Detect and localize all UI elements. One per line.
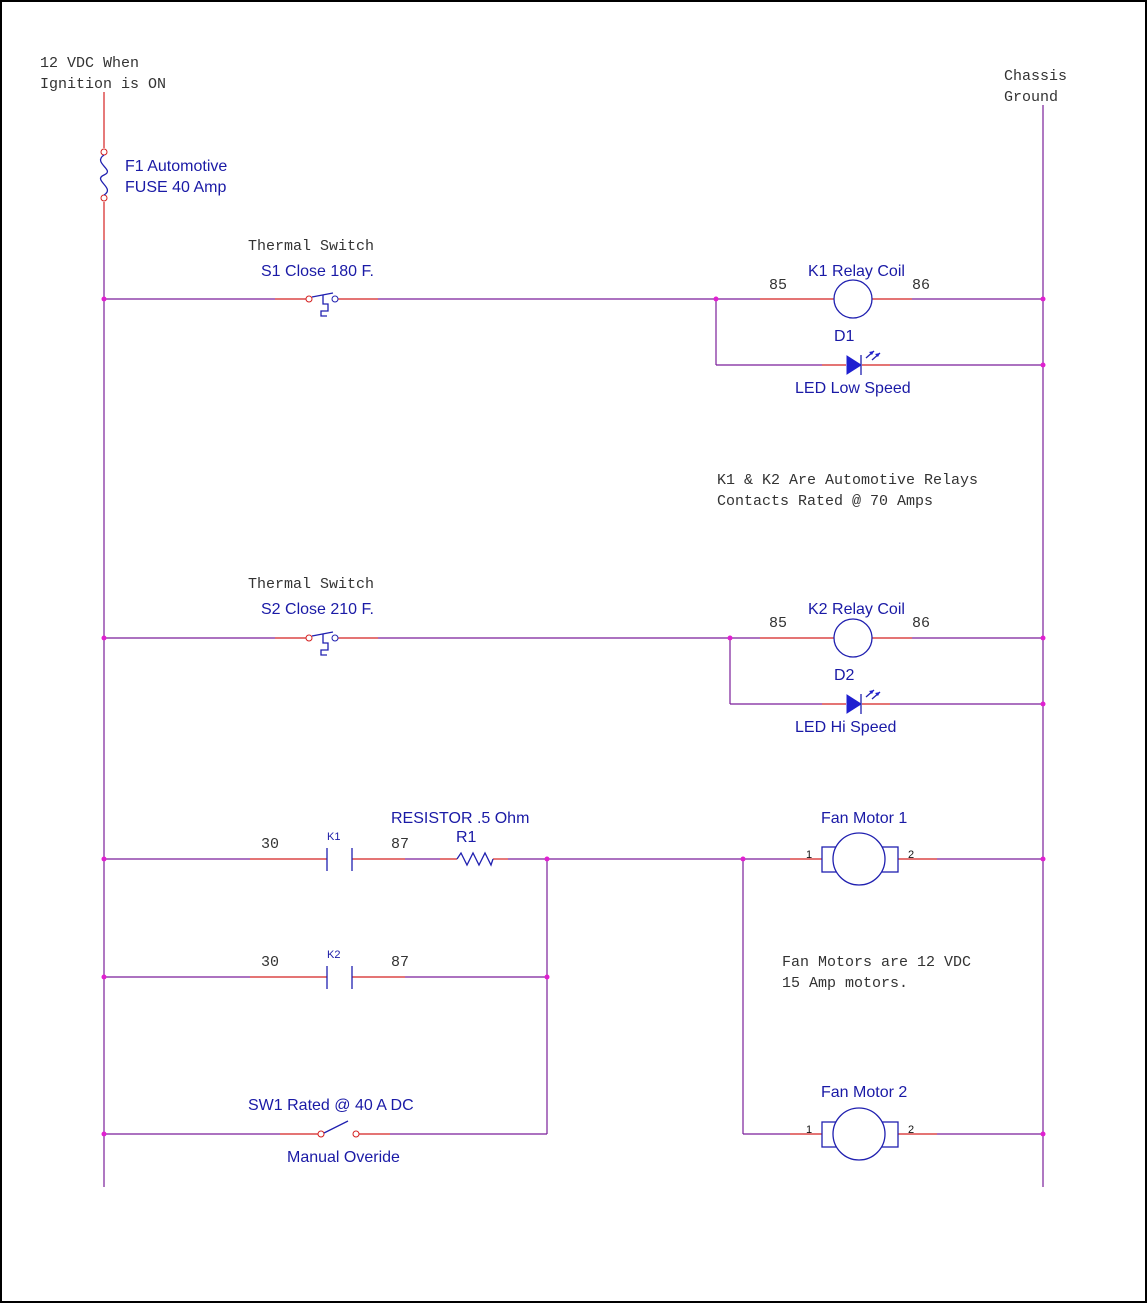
rung1-wires — [104, 298, 1043, 366]
k2-coil-pin-86: 86 — [912, 615, 930, 632]
s2-name: S2 Close 210 F. — [261, 601, 374, 618]
fuse-label-line1: F1 Automotive — [125, 158, 227, 175]
fan-motor-2-pin-2: 2 — [908, 1124, 914, 1136]
sw1-name: SW1 Rated @ 40 A DC — [248, 1097, 414, 1114]
relay-note-line2: Contacts Rated @ 70 Amps — [717, 493, 933, 510]
junction-dots — [101, 296, 1046, 1137]
led-d2-symbol — [846, 689, 881, 714]
supply-label-line2: Ignition is ON — [40, 76, 166, 93]
contact-k1-pin-87: 87 — [391, 836, 409, 853]
k1-coil-name: K1 Relay Coil — [808, 263, 905, 280]
s1-title: Thermal Switch — [248, 238, 374, 255]
contact-k2-pin-87: 87 — [391, 954, 409, 971]
fuse-label-line2: FUSE 40 Amp — [125, 179, 226, 196]
motor-note-line2: 15 Amp motors. — [782, 975, 908, 992]
relay-coil-k1-symbol — [833, 279, 873, 319]
led-d2-name: LED Hi Speed — [795, 719, 896, 736]
thermal-switch-s2-symbol — [305, 631, 339, 656]
fan-motor-2-pin-1: 1 — [806, 1124, 812, 1136]
fan-motor-1-pin-2: 2 — [908, 849, 914, 861]
k2-coil-pin-85: 85 — [769, 615, 787, 632]
motor-note-line1: Fan Motors are 12 VDC — [782, 954, 971, 971]
led-d2-ref: D2 — [834, 667, 855, 684]
contact-k1-ref: K1 — [327, 831, 340, 843]
k1-coil-pin-86: 86 — [912, 277, 930, 294]
contact-k2-pin-30: 30 — [261, 954, 279, 971]
k2-coil-name: K2 Relay Coil — [808, 601, 905, 618]
fan-motor-1-name: Fan Motor 1 — [821, 810, 907, 827]
resistor-r1-symbol — [456, 851, 494, 867]
led-d1-name: LED Low Speed — [795, 380, 911, 397]
thermal-switch-s1-symbol — [305, 292, 339, 317]
sw1-label: Manual Overide — [287, 1149, 400, 1166]
led-d1-symbol — [846, 350, 881, 375]
fan-motor-1-pin-1: 1 — [806, 849, 812, 861]
supply-label-line1: 12 VDC When — [40, 55, 139, 72]
fan-motor-2-name: Fan Motor 2 — [821, 1084, 907, 1101]
contact-k2-ref: K2 — [327, 949, 340, 961]
relay-note-line1: K1 & K2 Are Automotive Relays — [717, 472, 978, 489]
led-d1-ref: D1 — [834, 328, 855, 345]
relay-coil-k2-symbol — [833, 618, 873, 658]
switch-sw1-symbol — [317, 1120, 360, 1138]
contact-k1-pin-30: 30 — [261, 836, 279, 853]
contact-k1-symbol — [326, 848, 353, 871]
rung2-wires — [104, 637, 1043, 705]
fan-motor-1-symbol — [821, 832, 899, 886]
resistor-name: RESISTOR .5 Ohm — [391, 810, 529, 827]
resistor-ref: R1 — [456, 829, 477, 846]
fuse-f1-symbol — [99, 148, 109, 202]
ground-label-line2: Ground — [1004, 89, 1058, 106]
ground-label-line1: Chassis — [1004, 68, 1067, 85]
contact-k2-symbol — [326, 966, 353, 989]
k1-coil-pin-85: 85 — [769, 277, 787, 294]
s1-name: S1 Close 180 F. — [261, 263, 374, 280]
fan-motor-2-symbol — [821, 1107, 899, 1161]
s2-title: Thermal Switch — [248, 576, 374, 593]
